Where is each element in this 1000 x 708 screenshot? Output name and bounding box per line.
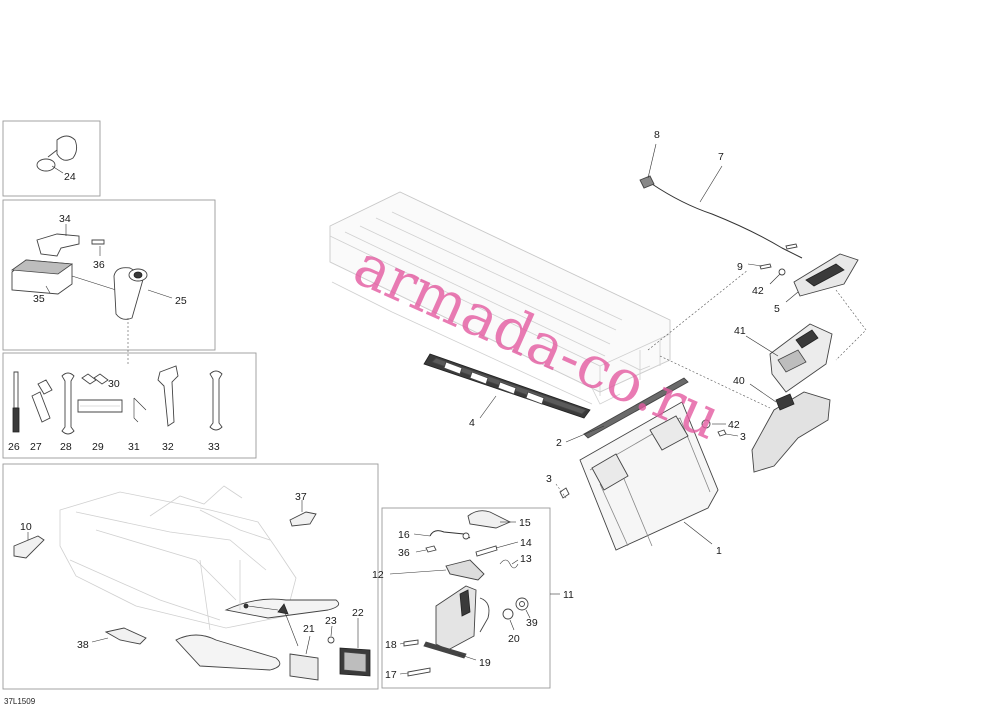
callout-37: 37: [295, 491, 307, 503]
part-3-bolts: [555, 429, 739, 499]
callout-38: 38: [77, 639, 89, 651]
part-14-pin: [475, 541, 519, 557]
inset-box-mirror: [2, 120, 101, 197]
part-7-wire-harness: [651, 165, 803, 259]
part-39-nut: [515, 597, 531, 619]
part-5-taillight: [785, 253, 859, 303]
callout-33: 33: [208, 441, 220, 453]
part-8-connector: [639, 143, 657, 189]
callout-40: 40: [733, 375, 745, 387]
callout-7: 7: [718, 151, 724, 163]
callout-42-top: 42: [752, 285, 764, 297]
part-17-bolt: [399, 667, 431, 677]
callout-31: 31: [128, 441, 140, 453]
part-35-cover-bag: [10, 259, 117, 295]
callout-12: 12: [372, 569, 384, 581]
callout-23: 23: [325, 615, 337, 627]
rear-rack-ghost: [329, 191, 671, 405]
part-34-bracket: [36, 224, 80, 257]
callout-36-cover: 36: [93, 259, 105, 271]
callout-30: 30: [108, 378, 120, 390]
callout-8: 8: [654, 129, 660, 141]
part-22-plate: [339, 618, 371, 677]
callout-21: 21: [303, 623, 315, 635]
assembly-dash-lines: [647, 269, 867, 409]
callout-24: 24: [64, 171, 76, 183]
part-24-mirror: [36, 135, 78, 174]
callout-1: 1: [716, 545, 722, 557]
callout-35: 35: [33, 293, 45, 305]
callout-2: 2: [556, 437, 562, 449]
inset-box-mounting: [381, 507, 551, 689]
part-37-decal: [289, 500, 317, 527]
callout-4: 4: [469, 417, 475, 429]
arrow-marker: [243, 603, 299, 647]
part-12-hook: [389, 559, 485, 581]
part-38-decal: [91, 627, 147, 645]
part-1-snow-flap: [579, 401, 719, 551]
part-41-housing: [745, 323, 833, 393]
part-20-nut: [502, 608, 515, 631]
callout-10: 10: [20, 521, 32, 533]
part-19-strip: [423, 641, 477, 661]
callout-41: 41: [734, 325, 746, 337]
callout-14: 14: [520, 537, 532, 549]
tool-kit-parts: [12, 365, 223, 435]
part-9-screws: [747, 243, 798, 270]
part-4-side-panel: [423, 353, 591, 419]
part-36-clip: [91, 239, 105, 256]
callout-3-bottom: 3: [546, 473, 552, 485]
part-25-can: [113, 267, 173, 366]
callout-20: 20: [508, 633, 520, 645]
callout-18: 18: [385, 639, 397, 651]
callout-3-right: 3: [740, 431, 746, 443]
callout-36-mounting: 36: [398, 547, 410, 559]
callout-16: 16: [398, 529, 410, 541]
callout-28: 28: [60, 441, 72, 453]
callout-26: 26: [8, 441, 20, 453]
callout-9: 9: [737, 261, 743, 273]
part-10-decal: [13, 532, 45, 559]
part-23-nut: [327, 625, 335, 644]
callout-34: 34: [59, 213, 71, 225]
callout-13: 13: [520, 553, 532, 565]
part-21-plate: [289, 635, 319, 681]
callout-29: 29: [92, 441, 104, 453]
part-40-bracket: [749, 383, 831, 473]
callout-22: 22: [352, 607, 364, 619]
inset-box-tools: [2, 352, 257, 459]
part-42-washers: [701, 268, 786, 429]
callout-25: 25: [175, 295, 187, 307]
part-15-latch: [467, 510, 516, 529]
part-13-spring: [499, 559, 519, 569]
callout-19: 19: [479, 657, 491, 669]
callout-17: 17: [385, 669, 397, 681]
callout-labels: 1 2 3 3 4 5 7 8 9 10 11 12 13 14 15 16 1…: [8, 129, 780, 681]
callout-27: 27: [30, 441, 42, 453]
callout-15: 15: [519, 517, 531, 529]
callout-11: 11: [563, 589, 574, 601]
part-18-bolt: [399, 639, 419, 647]
inset-box-sled: [2, 463, 379, 690]
part-36-screw: [415, 545, 437, 553]
figure-code: 37L1509: [4, 697, 36, 706]
callout-42-mid: 42: [728, 419, 740, 431]
callout-39: 39: [526, 617, 538, 629]
part-bracket-assembly: [435, 585, 490, 651]
callout-5: 5: [774, 303, 780, 315]
callout-32: 32: [162, 441, 174, 453]
part-16-cable: [413, 530, 471, 540]
part-2-strip: [565, 377, 689, 443]
inset-box-cover: [2, 199, 216, 351]
